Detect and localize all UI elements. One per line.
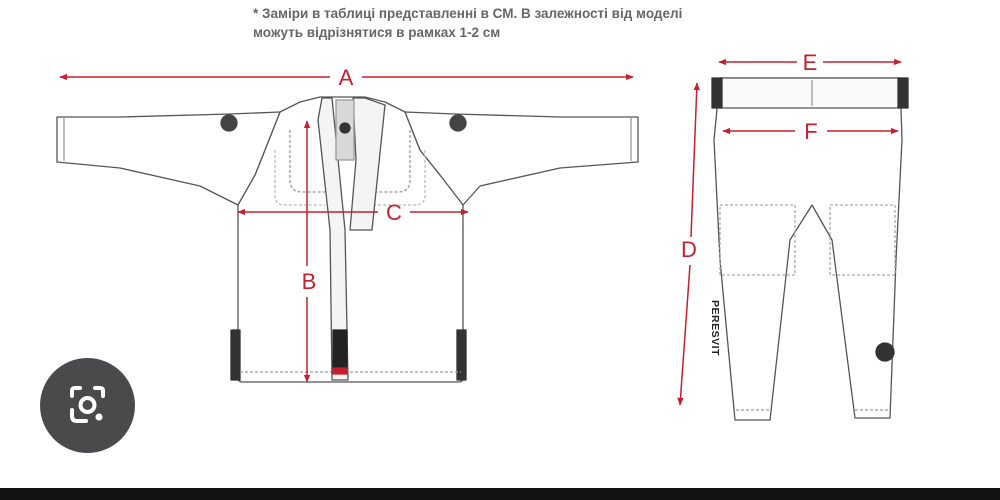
google-lens-button[interactable] — [40, 358, 135, 453]
size-diagram: PERESVIT A B C D E — [56, 50, 909, 421]
pants-outline — [713, 77, 903, 421]
label-c: C — [386, 200, 402, 225]
pants-illustration — [711, 77, 909, 421]
diagram-canvas: * Заміри в таблиці представленні в СМ. В… — [0, 0, 1000, 488]
jacket-left-sleeve — [56, 111, 281, 206]
label-d: D — [681, 237, 697, 262]
brand-label: PERESVIT — [709, 300, 721, 356]
dimension-c: C — [237, 200, 469, 225]
jacket-lapel — [317, 97, 349, 381]
dimension-d: D — [677, 82, 700, 406]
dimension-a: A — [59, 65, 634, 90]
google-lens-icon — [70, 386, 105, 423]
dimension-b: B — [302, 120, 317, 383]
label-b: B — [302, 269, 317, 294]
jacket-illustration — [56, 96, 639, 383]
dimension-e: E — [718, 50, 902, 75]
label-f: F — [804, 119, 817, 144]
measurement-note: * Заміри в таблиці представленні в СМ. В… — [253, 4, 773, 42]
label-e: E — [803, 50, 818, 75]
bottom-bar — [0, 488, 1000, 500]
note-line-2: можуть відрізнятися в рамках 1-2 см — [253, 25, 501, 40]
label-a: A — [339, 65, 354, 90]
dimension-f: F — [722, 119, 899, 144]
note-line-1: * Заміри в таблиці представленні в СМ. В… — [253, 6, 683, 21]
jacket-right-sleeve — [404, 111, 639, 206]
